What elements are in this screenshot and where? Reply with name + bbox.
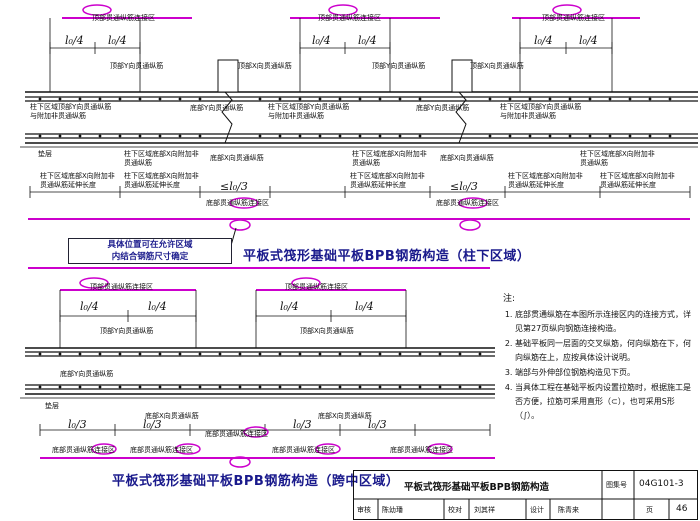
top-bottom-connect-zone-2: 底部贯通纵筋连接区: [436, 199, 499, 207]
bot-bottom-connect-zone-2: 底部贯通纵筋连接区: [130, 446, 193, 454]
checker-name: 刘其祥: [474, 506, 495, 514]
bottom-x-rebar-label-2: 底部X向贯通纵筋: [440, 154, 494, 162]
bottom-y-rebar-label-1: 底部Y向贯通纵筋: [190, 104, 244, 112]
callout-box: 具体位置可在允许区域 内结合钢筋尺寸确定: [68, 238, 232, 264]
title-block-title: 平板式筏形基础平板BPB钢筋构造: [404, 482, 549, 493]
notes-list: 底部贯通纵筋在本图所示连接区内的连接方式，详见第27页纵向钢筋连接构造。 基础平…: [503, 308, 693, 423]
bot-cushion-label: 垫层: [45, 402, 59, 410]
bot-dim-lo3-4: l₀/3: [368, 418, 387, 431]
bot-dim-lo3-3: l₀/3: [293, 418, 312, 431]
col-zone-bottom-x-ext-len-3: 柱下区域底部X向附加非贯通纵筋延伸长度: [350, 172, 425, 189]
bot-top-y-rebar-label: 顶部Y向贯通纵筋: [100, 327, 154, 335]
design-label: 设计: [530, 506, 544, 514]
bot-bottom-connect-zone-3: 底部贯通纵筋连接区: [205, 430, 268, 438]
bot-bottom-y-rebar-label: 底部Y向贯通纵筋: [60, 370, 114, 378]
bot-dim-lo4-3: l₀/4: [280, 300, 299, 313]
top-dim-lo4-5: l₀/4: [534, 34, 553, 47]
bot-connect-zone-label-1: 顶部贯通纵筋连接区: [90, 283, 153, 291]
top-connect-zone-label-3: 顶部贯通纵筋连接区: [542, 14, 605, 22]
top-cushion-label: 垫层: [38, 150, 52, 158]
bot-dim-lo4-4: l₀/4: [355, 300, 374, 313]
bot-dim-lo4-1: l₀/4: [80, 300, 99, 313]
title-block: 平板式筏形基础平板BPB钢筋构造 图集号 04G101-3 审核 陈幼璠 校对 …: [353, 470, 698, 520]
caption-top: 平板式筏形基础平板BPB钢筋构造（柱下区域）: [243, 249, 531, 264]
bot-connect-zone-label-2: 顶部贯通纵筋连接区: [285, 283, 348, 291]
title-block-grid: [354, 471, 697, 519]
top-dim-lo4-4: l₀/4: [358, 34, 377, 47]
note-item-4: 当具体工程在基础平板内设置拉筋时，根据施工是否方便，拉筋可采用直形（⊂），也可采…: [515, 381, 693, 423]
bottom-y-rebar-label-2: 底部Y向贯通纵筋: [416, 104, 470, 112]
top-dim-lo4-6: l₀/4: [579, 34, 598, 47]
review-label: 审核: [357, 506, 371, 514]
bot-top-x-rebar-label: 顶部X向贯通纵筋: [300, 327, 354, 335]
bot-dim-lo3-2: l₀/3: [143, 418, 162, 431]
col-zone-bottom-x-extra-3: 柱下区域底部X向附加非贯通纵筋: [580, 150, 655, 167]
bot-bottom-x-rebar-label-2: 底部X向贯通纵筋: [318, 412, 372, 420]
page-label: 页: [646, 506, 653, 514]
col-zone-bottom-x-extra-2: 柱下区域底部X向附加非贯通纵筋: [352, 150, 427, 167]
note-item-1: 底部贯通纵筋在本图所示连接区内的连接方式，详见第27页纵向钢筋连接构造。: [515, 308, 693, 336]
bot-bottom-connect-zone-1: 底部贯通纵筋连接区: [52, 446, 115, 454]
col-zone-bottom-x-ext-len-4: 柱下区域底部X向附加非贯通纵筋延伸长度: [508, 172, 583, 189]
designer-name: 陈青来: [558, 506, 579, 514]
caption-bottom: 平板式筏形基础平板BPB钢筋构造（跨中区域）: [112, 474, 400, 489]
notes-title: 注:: [503, 294, 516, 304]
bottom-x-rebar-label-1: 底部X向贯通纵筋: [210, 154, 264, 162]
top-dim-lt-lo3-2: ≤l₀/3: [450, 180, 478, 193]
top-dim-lo4-3: l₀/4: [312, 34, 331, 47]
col-zone-top-y-extra-2: 柱下区域顶部Y向贯通纵筋与附加非贯通纵筋: [268, 103, 350, 120]
atlas-number: 04G101-3: [639, 479, 684, 489]
note-item-3: 端部与外伸部位钢筋构造见下页。: [515, 366, 693, 380]
bot-dim-lo4-2: l₀/4: [148, 300, 167, 313]
top-connect-zone-label-1: 顶部贯通纵筋连接区: [92, 14, 155, 22]
page-number: 46: [676, 504, 688, 514]
col-zone-bottom-x-ext-len-5: 柱下区域底部X向附加非贯通纵筋延伸长度: [600, 172, 675, 189]
reviewer-name: 陈幼璠: [382, 506, 403, 514]
bot-dim-lo3-1: l₀/3: [68, 418, 87, 431]
atlas-label: 图集号: [606, 481, 627, 489]
top-x-rebar-label-2: 顶部X向贯通纵筋: [470, 62, 524, 70]
top-dim-lo4-1: l₀/4: [65, 34, 84, 47]
check-label: 校对: [448, 506, 462, 514]
top-x-rebar-label-1: 顶部X向贯通纵筋: [238, 62, 292, 70]
top-dim-lo4-2: l₀/4: [108, 34, 127, 47]
top-connect-zone-label-2: 顶部贯通纵筋连接区: [318, 14, 381, 22]
top-dim-lt-lo3-1: ≤l₀/3: [220, 180, 248, 193]
top-bottom-connect-zone-1: 底部贯通纵筋连接区: [206, 199, 269, 207]
bot-bottom-connect-zone-5: 底部贯通纵筋连接区: [390, 446, 453, 454]
top-y-rebar-label-2: 顶部Y向贯通纵筋: [372, 62, 426, 70]
callout-line-1: 具体位置可在允许区域: [107, 240, 193, 250]
col-zone-top-y-extra-1: 柱下区域顶部Y向贯通纵筋与附加非贯通纵筋: [30, 103, 112, 120]
col-zone-bottom-x-ext-len-2: 柱下区域底部X向附加非贯通纵筋延伸长度: [124, 172, 199, 189]
notes-block: 注: 底部贯通纵筋在本图所示连接区内的连接方式，详见第27页纵向钢筋连接构造。 …: [503, 292, 693, 424]
top-y-rebar-label-1: 顶部Y向贯通纵筋: [110, 62, 164, 70]
col-zone-top-y-extra-3: 柱下区域顶部Y向贯通纵筋与附加非贯通纵筋: [500, 103, 582, 120]
note-item-2: 基础平板同一层面的交叉纵筋，何向纵筋在下，何向纵筋在上，应按具体设计说明。: [515, 337, 693, 365]
top-diagram-drawing: [20, 4, 698, 231]
bot-bottom-x-rebar-label-1: 底部X向贯通纵筋: [145, 412, 199, 420]
col-zone-bottom-x-extra-1: 柱下区域底部X向附加非贯通纵筋: [124, 150, 199, 167]
col-zone-bottom-x-ext-len-1: 柱下区域底部X向附加非贯通纵筋延伸长度: [40, 172, 115, 189]
callout-line-2: 内结合钢筋尺寸确定: [111, 252, 189, 262]
bottom-diagram-drawing: [20, 277, 495, 468]
bot-bottom-connect-zone-4: 底部贯通纵筋连接区: [272, 446, 335, 454]
